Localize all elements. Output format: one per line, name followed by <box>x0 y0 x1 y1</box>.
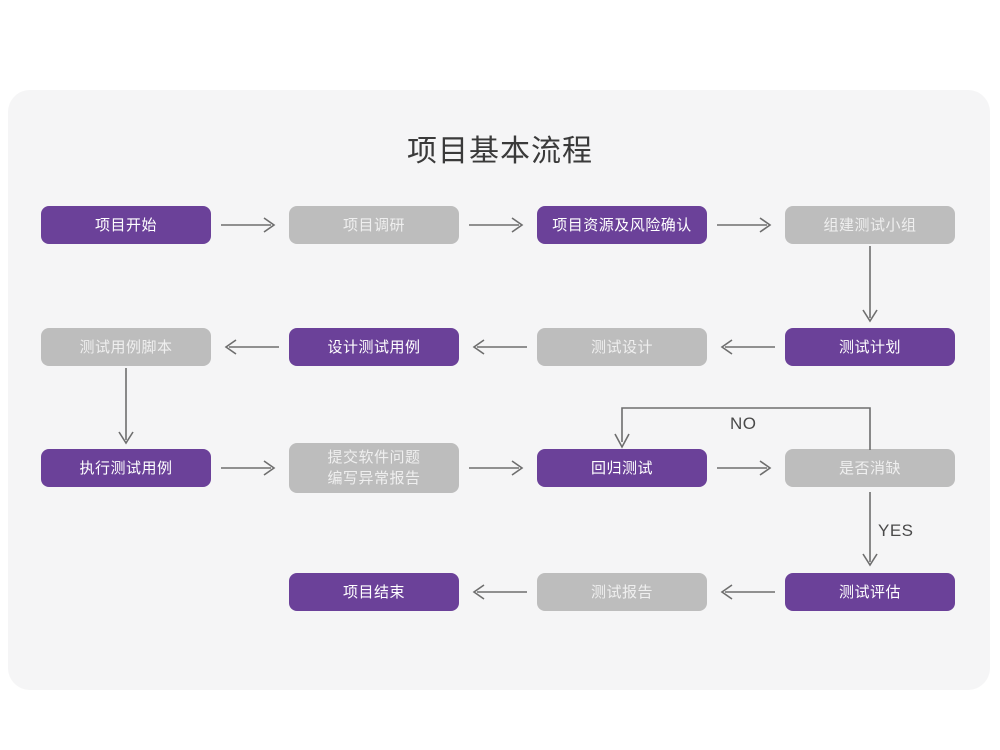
arrow-design-to-case <box>469 337 527 357</box>
arrow-submit-to-regression <box>469 458 527 478</box>
arrow-team-to-plan <box>860 246 880 326</box>
node-test-evaluation[interactable]: 测试评估 <box>785 573 955 611</box>
arrow-regression-to-defect <box>717 458 775 478</box>
arrow-report-to-end <box>469 582 527 602</box>
node-design-test-case[interactable]: 设计测试用例 <box>289 328 459 366</box>
node-test-plan[interactable]: 测试计划 <box>785 328 955 366</box>
page-title: 项目基本流程 <box>407 135 593 168</box>
node-test-design[interactable]: 测试设计 <box>537 328 707 366</box>
arrow-yes-defect-to-evaluation <box>860 492 880 570</box>
arrow-case-to-script <box>221 337 279 357</box>
arrow-research-to-resource <box>469 215 527 235</box>
node-resource-risk-confirm[interactable]: 项目资源及风险确认 <box>537 206 707 244</box>
node-project-start[interactable]: 项目开始 <box>41 206 211 244</box>
edge-label-yes: YES <box>878 521 914 540</box>
node-submit-issue-report[interactable]: 提交软件问题 编写异常报告 <box>289 443 459 493</box>
edge-label-no: NO <box>730 414 757 433</box>
node-execute-test-case[interactable]: 执行测试用例 <box>41 449 211 487</box>
node-build-test-team[interactable]: 组建测试小组 <box>785 206 955 244</box>
arrow-script-to-execute <box>116 368 136 448</box>
node-project-research[interactable]: 项目调研 <box>289 206 459 244</box>
arrow-execute-to-submit <box>221 458 279 478</box>
node-is-defect-cleared[interactable]: 是否消缺 <box>785 449 955 487</box>
arrow-start-to-research <box>221 215 279 235</box>
node-test-report[interactable]: 测试报告 <box>537 573 707 611</box>
arrow-no-loop-defect-to-regression <box>614 404 874 450</box>
node-test-case-script[interactable]: 测试用例脚本 <box>41 328 211 366</box>
node-project-end[interactable]: 项目结束 <box>289 573 459 611</box>
arrow-plan-to-design <box>717 337 775 357</box>
arrow-resource-to-team <box>717 215 775 235</box>
node-regression-test[interactable]: 回归测试 <box>537 449 707 487</box>
arrow-evaluation-to-report <box>717 582 775 602</box>
